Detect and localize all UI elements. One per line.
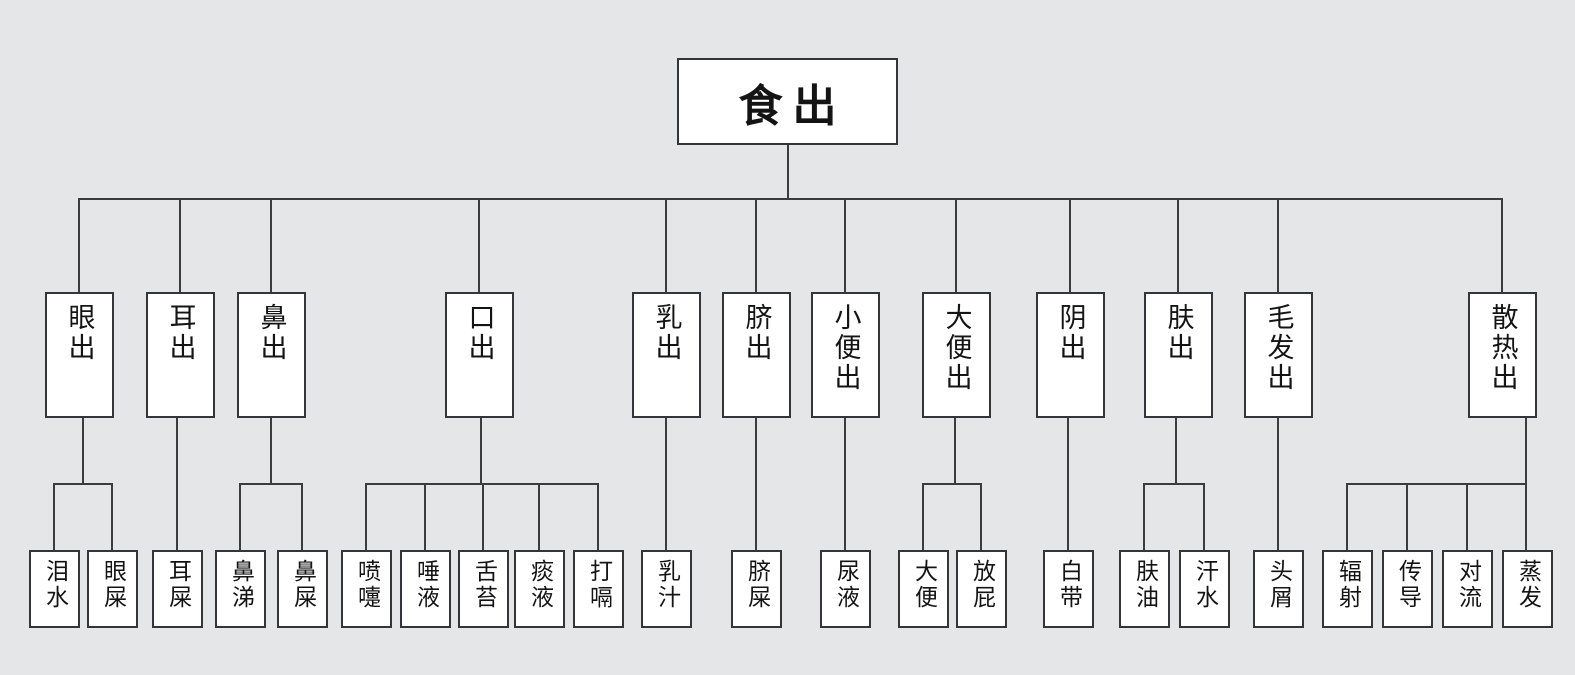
leaf-urine: 尿液: [819, 550, 871, 628]
leaf-label: 鼻涕: [227, 559, 254, 611]
branch-label: 口出: [463, 303, 495, 363]
leaf-radiation: 辐射: [1321, 550, 1373, 628]
branch-skin-out: 肤出: [1143, 292, 1213, 418]
leaf-fart: 放屁: [955, 550, 1007, 628]
branch-label: 大便出: [940, 303, 972, 393]
leaf-earwax: 耳屎: [151, 550, 203, 628]
leaf-label: 唾液: [412, 559, 439, 611]
leaf-label: 耳屎: [164, 559, 191, 611]
root-label: 食出: [738, 80, 847, 132]
branch-genital-out: 阴出: [1035, 292, 1105, 418]
leaf-label: 乳汁: [653, 559, 680, 611]
leaf-nasal-mucus: 鼻涕: [214, 550, 266, 628]
leaf-label: 鼻屎: [289, 559, 316, 611]
root-node-food-out: 食出: [677, 58, 898, 145]
leaf-label: 泪水: [41, 559, 68, 611]
branch-label: 阴出: [1054, 303, 1086, 363]
branch-label: 耳出: [164, 303, 196, 363]
leaf-dandruff: 头屑: [1252, 550, 1304, 628]
leaf-label: 眼屎: [99, 559, 126, 611]
leaf-burp: 打嗝: [572, 550, 624, 628]
branch-ear-out: 耳出: [145, 292, 215, 418]
branch-label: 脐出: [740, 303, 772, 363]
leaf-label: 大便: [910, 559, 937, 611]
leaf-leukorrhea: 白带: [1042, 550, 1094, 628]
leaf-feces: 大便: [897, 550, 949, 628]
branch-label: 肤出: [1162, 303, 1194, 363]
leaf-tears: 泪水: [28, 550, 80, 628]
branch-label: 散热出: [1486, 303, 1518, 393]
leaf-label: 传导: [1394, 559, 1421, 611]
leaf-label: 尿液: [832, 559, 859, 611]
branch-label: 毛发出: [1262, 303, 1294, 393]
leaf-sweat: 汗水: [1178, 550, 1230, 628]
leaf-label: 脐屎: [743, 559, 770, 611]
branch-hair-out: 毛发出: [1243, 292, 1313, 418]
leaf-label: 对流: [1454, 559, 1481, 611]
leaf-evaporation: 蒸发: [1501, 550, 1553, 628]
leaf-phlegm: 痰液: [513, 550, 565, 628]
branch-label: 眼出: [63, 303, 95, 363]
branch-eye-out: 眼出: [44, 292, 114, 418]
leaf-label: 白带: [1055, 559, 1082, 611]
leaf-label: 喷嚏: [353, 559, 380, 611]
leaf-label: 辐射: [1334, 559, 1361, 611]
branch-nose-out: 鼻出: [236, 292, 306, 418]
leaf-navel-grime: 脐屎: [730, 550, 782, 628]
leaf-convection: 对流: [1441, 550, 1493, 628]
leaf-eye-discharge: 眼屎: [86, 550, 138, 628]
leaf-breast-milk: 乳汁: [640, 550, 692, 628]
leaf-label: 蒸发: [1514, 559, 1541, 611]
leaf-label: 肤油: [1131, 559, 1158, 611]
leaf-conduction: 传导: [1381, 550, 1433, 628]
branch-breast-out: 乳出: [631, 292, 701, 418]
leaf-saliva: 唾液: [399, 550, 451, 628]
branch-stool-out: 大便出: [921, 292, 991, 418]
branch-mouth-out: 口出: [444, 292, 514, 418]
leaf-label: 汗水: [1191, 559, 1218, 611]
branch-label: 鼻出: [255, 303, 287, 363]
leaf-label: 放屁: [968, 559, 995, 611]
branch-label: 小便出: [829, 303, 861, 393]
leaf-sneeze: 喷嚏: [340, 550, 392, 628]
branch-heat-out: 散热出: [1467, 292, 1537, 418]
branch-label: 乳出: [650, 303, 682, 363]
leaf-label: 痰液: [526, 559, 553, 611]
branch-navel-out: 脐出: [721, 292, 791, 418]
leaf-label: 舌苔: [470, 559, 497, 611]
leaf-label: 头屑: [1265, 559, 1292, 611]
leaf-tongue-coating: 舌苔: [457, 550, 509, 628]
leaf-nose-booger: 鼻屎: [276, 550, 328, 628]
branch-urine-out: 小便出: [810, 292, 880, 418]
leaf-label: 打嗝: [585, 559, 612, 611]
leaf-skin-oil: 肤油: [1118, 550, 1170, 628]
